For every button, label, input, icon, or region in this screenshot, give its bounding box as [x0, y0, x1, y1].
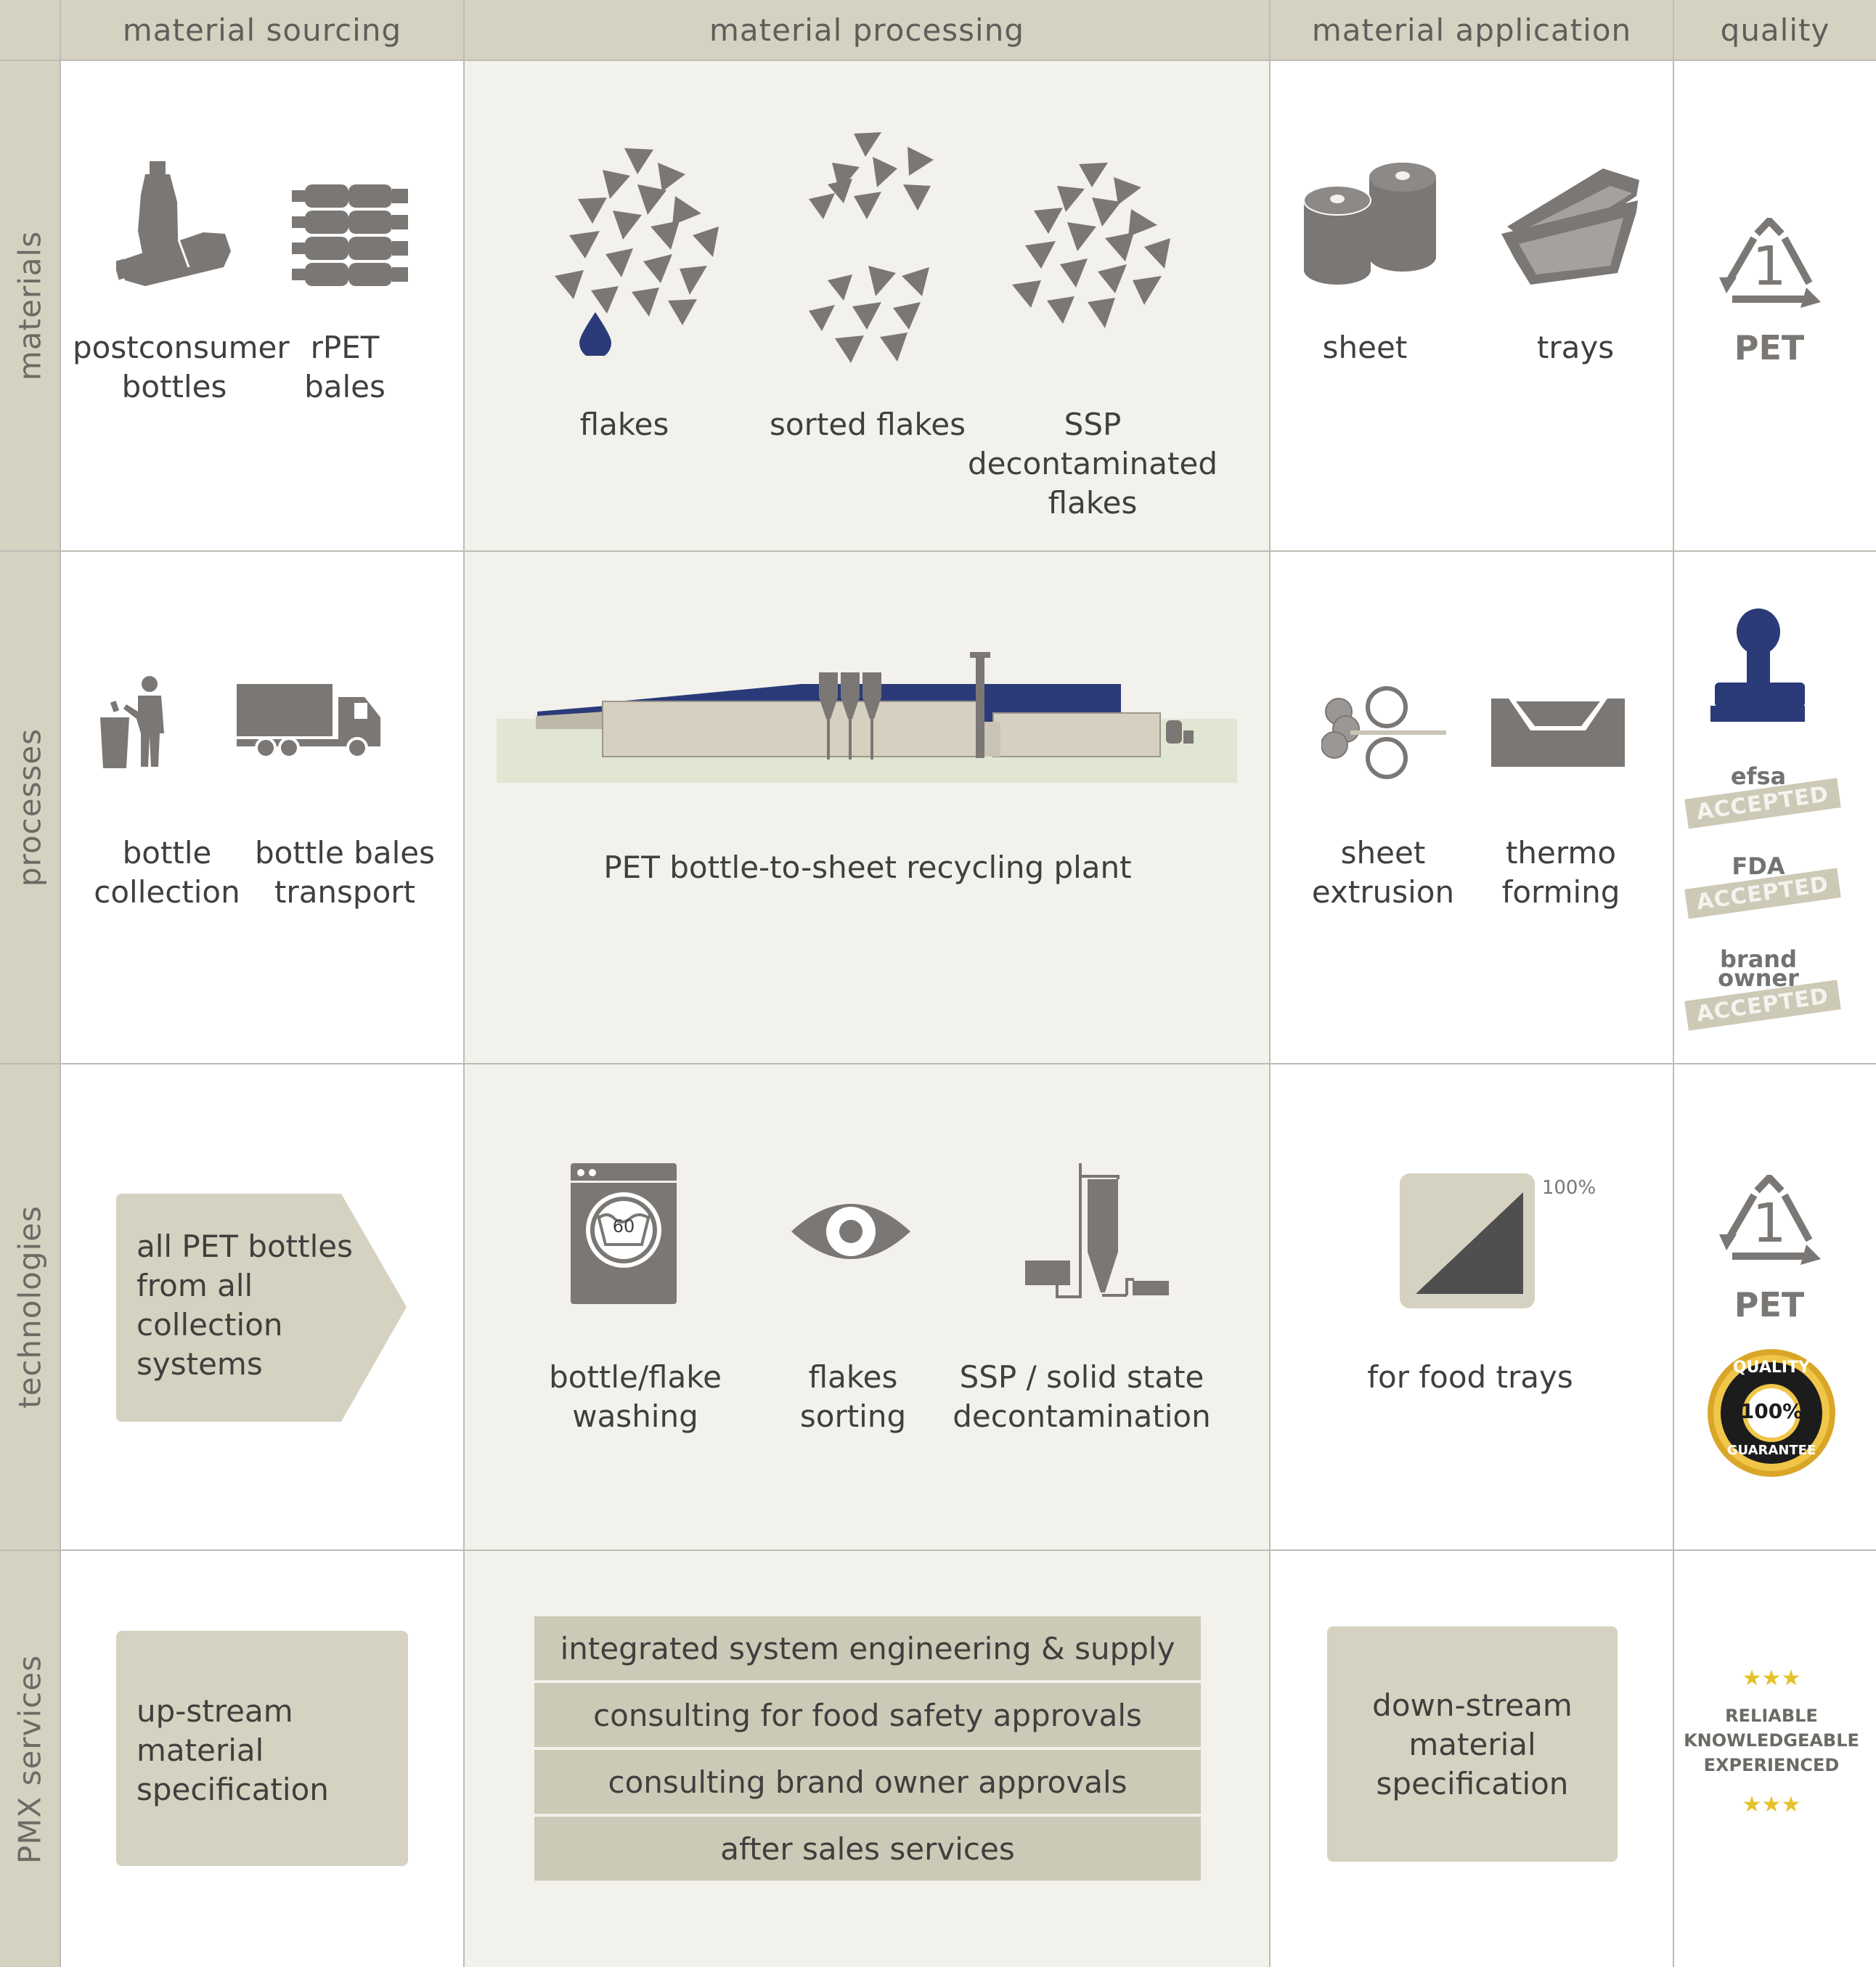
label-experienced: EXPERIENCED [1703, 1755, 1840, 1775]
label-sheet: sheet [1322, 330, 1408, 365]
cell-processes-processing [465, 552, 1271, 1064]
corner-cell [0, 0, 61, 61]
row-header-technologies: technologies [0, 1064, 61, 1551]
column-header-sourcing: material sourcing [61, 0, 465, 61]
label-recycling-plant: PET bottle-to-sheet recycling plant [603, 850, 1132, 885]
recycling-plant-illustration [497, 652, 1237, 783]
seal-top-text: QUALITY [1732, 1359, 1811, 1377]
cell-materials-application [1271, 61, 1674, 552]
service-bar-engineering: integrated system engineering & supply [534, 1616, 1201, 1680]
recycle-code-number: 1 [1752, 235, 1787, 298]
stamp-fda-accepted: FDA ACCEPTED [1684, 852, 1841, 919]
truck-icon [237, 684, 380, 758]
quality-guarantee-seal-icon [1708, 1349, 1835, 1477]
row-header-materials: materials [0, 61, 61, 552]
row-label-processes: processes [12, 728, 48, 887]
service-bar-brand-owner: consulting brand owner approvals [534, 1750, 1201, 1814]
arrow-shape [116, 1194, 407, 1422]
stamp-brand-owner-accepted: brand owner ACCEPTED [1684, 945, 1841, 1031]
downstream-spec-box: down-stream material specification [1327, 1626, 1618, 1862]
cell-services-quality [1674, 1551, 1876, 1967]
sheet-rolls-icon [1304, 163, 1436, 285]
label-rpet-bales: rPET bales [304, 330, 386, 404]
label-reliable: RELIABLE [1725, 1706, 1818, 1726]
label-trays: trays [1536, 330, 1615, 365]
label-postconsumer-bottles: postconsumer bottles [73, 330, 290, 404]
wash-temperature-label: 60 [612, 1216, 635, 1237]
row-header-processes: processes [0, 552, 61, 1064]
eye-icon [791, 1204, 910, 1259]
upstream-spec-box: up-stream material specification [116, 1631, 408, 1866]
label-knowledgeable: KNOWLEDGEABLE [1684, 1730, 1859, 1751]
sorted-flakes-icon [809, 132, 934, 363]
cell-technologies-processing [465, 1064, 1271, 1551]
recycle-code-pet: PET [1734, 1285, 1805, 1324]
label-thermo-forming: thermo forming [1501, 835, 1620, 910]
label-100-percent: 100% [1541, 1177, 1596, 1199]
label-ssp-decontamination: SSP / solid state decontamination [953, 1359, 1211, 1434]
stamp-efsa-label: efsa [1730, 762, 1787, 790]
seal-percent-text: 100% [1740, 1399, 1803, 1423]
label-all-pet-bottles: all PET bottles from all collection syst… [136, 1229, 353, 1382]
bottle-bales-icon [292, 184, 408, 286]
stamp-efsa-accepted: efsa ACCEPTED [1684, 762, 1841, 829]
person-disposing-icon [100, 676, 164, 768]
recycle-pet-icon [1719, 218, 1821, 308]
recycle-pet-icon [1719, 1175, 1821, 1265]
label-bottle-collection: bottle collection [94, 835, 240, 910]
recycle-code-number: 1 [1752, 1192, 1787, 1255]
crushed-bottles-icon [116, 161, 231, 286]
label-sheet-extrusion: sheet extrusion [1311, 835, 1455, 910]
cell-materials-sourcing [61, 61, 465, 552]
service-bar-food-safety: consulting for food safety approvals [534, 1683, 1201, 1747]
stamp-fda-label: FDA [1732, 852, 1785, 880]
food-grade-percent-icon [1400, 1173, 1535, 1308]
seal-bottom-text: GUARANTEE [1726, 1443, 1816, 1458]
thermoforming-icon [1491, 699, 1625, 767]
food-tray-icon [1501, 168, 1639, 285]
service-bar-after-sales: after sales services [534, 1817, 1201, 1881]
label-flakes: flakes [579, 407, 669, 442]
row-header-services: PMX services [0, 1551, 61, 1967]
row-label-services: PMX services [12, 1654, 48, 1864]
label-sorted-flakes: sorted flakes [770, 407, 966, 442]
label-bottle-flake-washing: bottle/flake washing [549, 1359, 722, 1434]
flakes-icon [555, 148, 719, 356]
label-flakes-sorting: flakes sorting [799, 1359, 907, 1434]
row-label-technologies: technologies [12, 1205, 48, 1409]
ssp-flakes-icon [1012, 163, 1170, 328]
row-label-materials: materials [12, 230, 48, 381]
cell-materials-quality [1674, 61, 1876, 552]
sheet-extrusion-icon [1321, 686, 1446, 779]
stars-bottom-icon: ★★★ [1742, 1792, 1801, 1817]
ssp-reactor-icon [1025, 1163, 1169, 1298]
column-header-quality: quality [1674, 0, 1876, 61]
washing-machine-icon [571, 1163, 677, 1304]
stamp-brand-owner-label: brand owner [1718, 945, 1799, 992]
column-header-application: material application [1271, 0, 1674, 61]
recycle-code-pet: PET [1734, 328, 1805, 367]
label-for-food-trays: for food trays [1367, 1359, 1573, 1395]
cell-processes-sourcing [61, 552, 465, 1064]
label-ssp-flakes: SSP decontaminated flakes [967, 407, 1218, 521]
label-bottle-bales-transport: bottle bales transport [255, 835, 435, 910]
column-header-processing: material processing [465, 0, 1271, 61]
cell-processes-application [1271, 552, 1674, 1064]
rubber-stamp-icon [1710, 608, 1805, 722]
stars-top-icon: ★★★ [1742, 1666, 1801, 1691]
